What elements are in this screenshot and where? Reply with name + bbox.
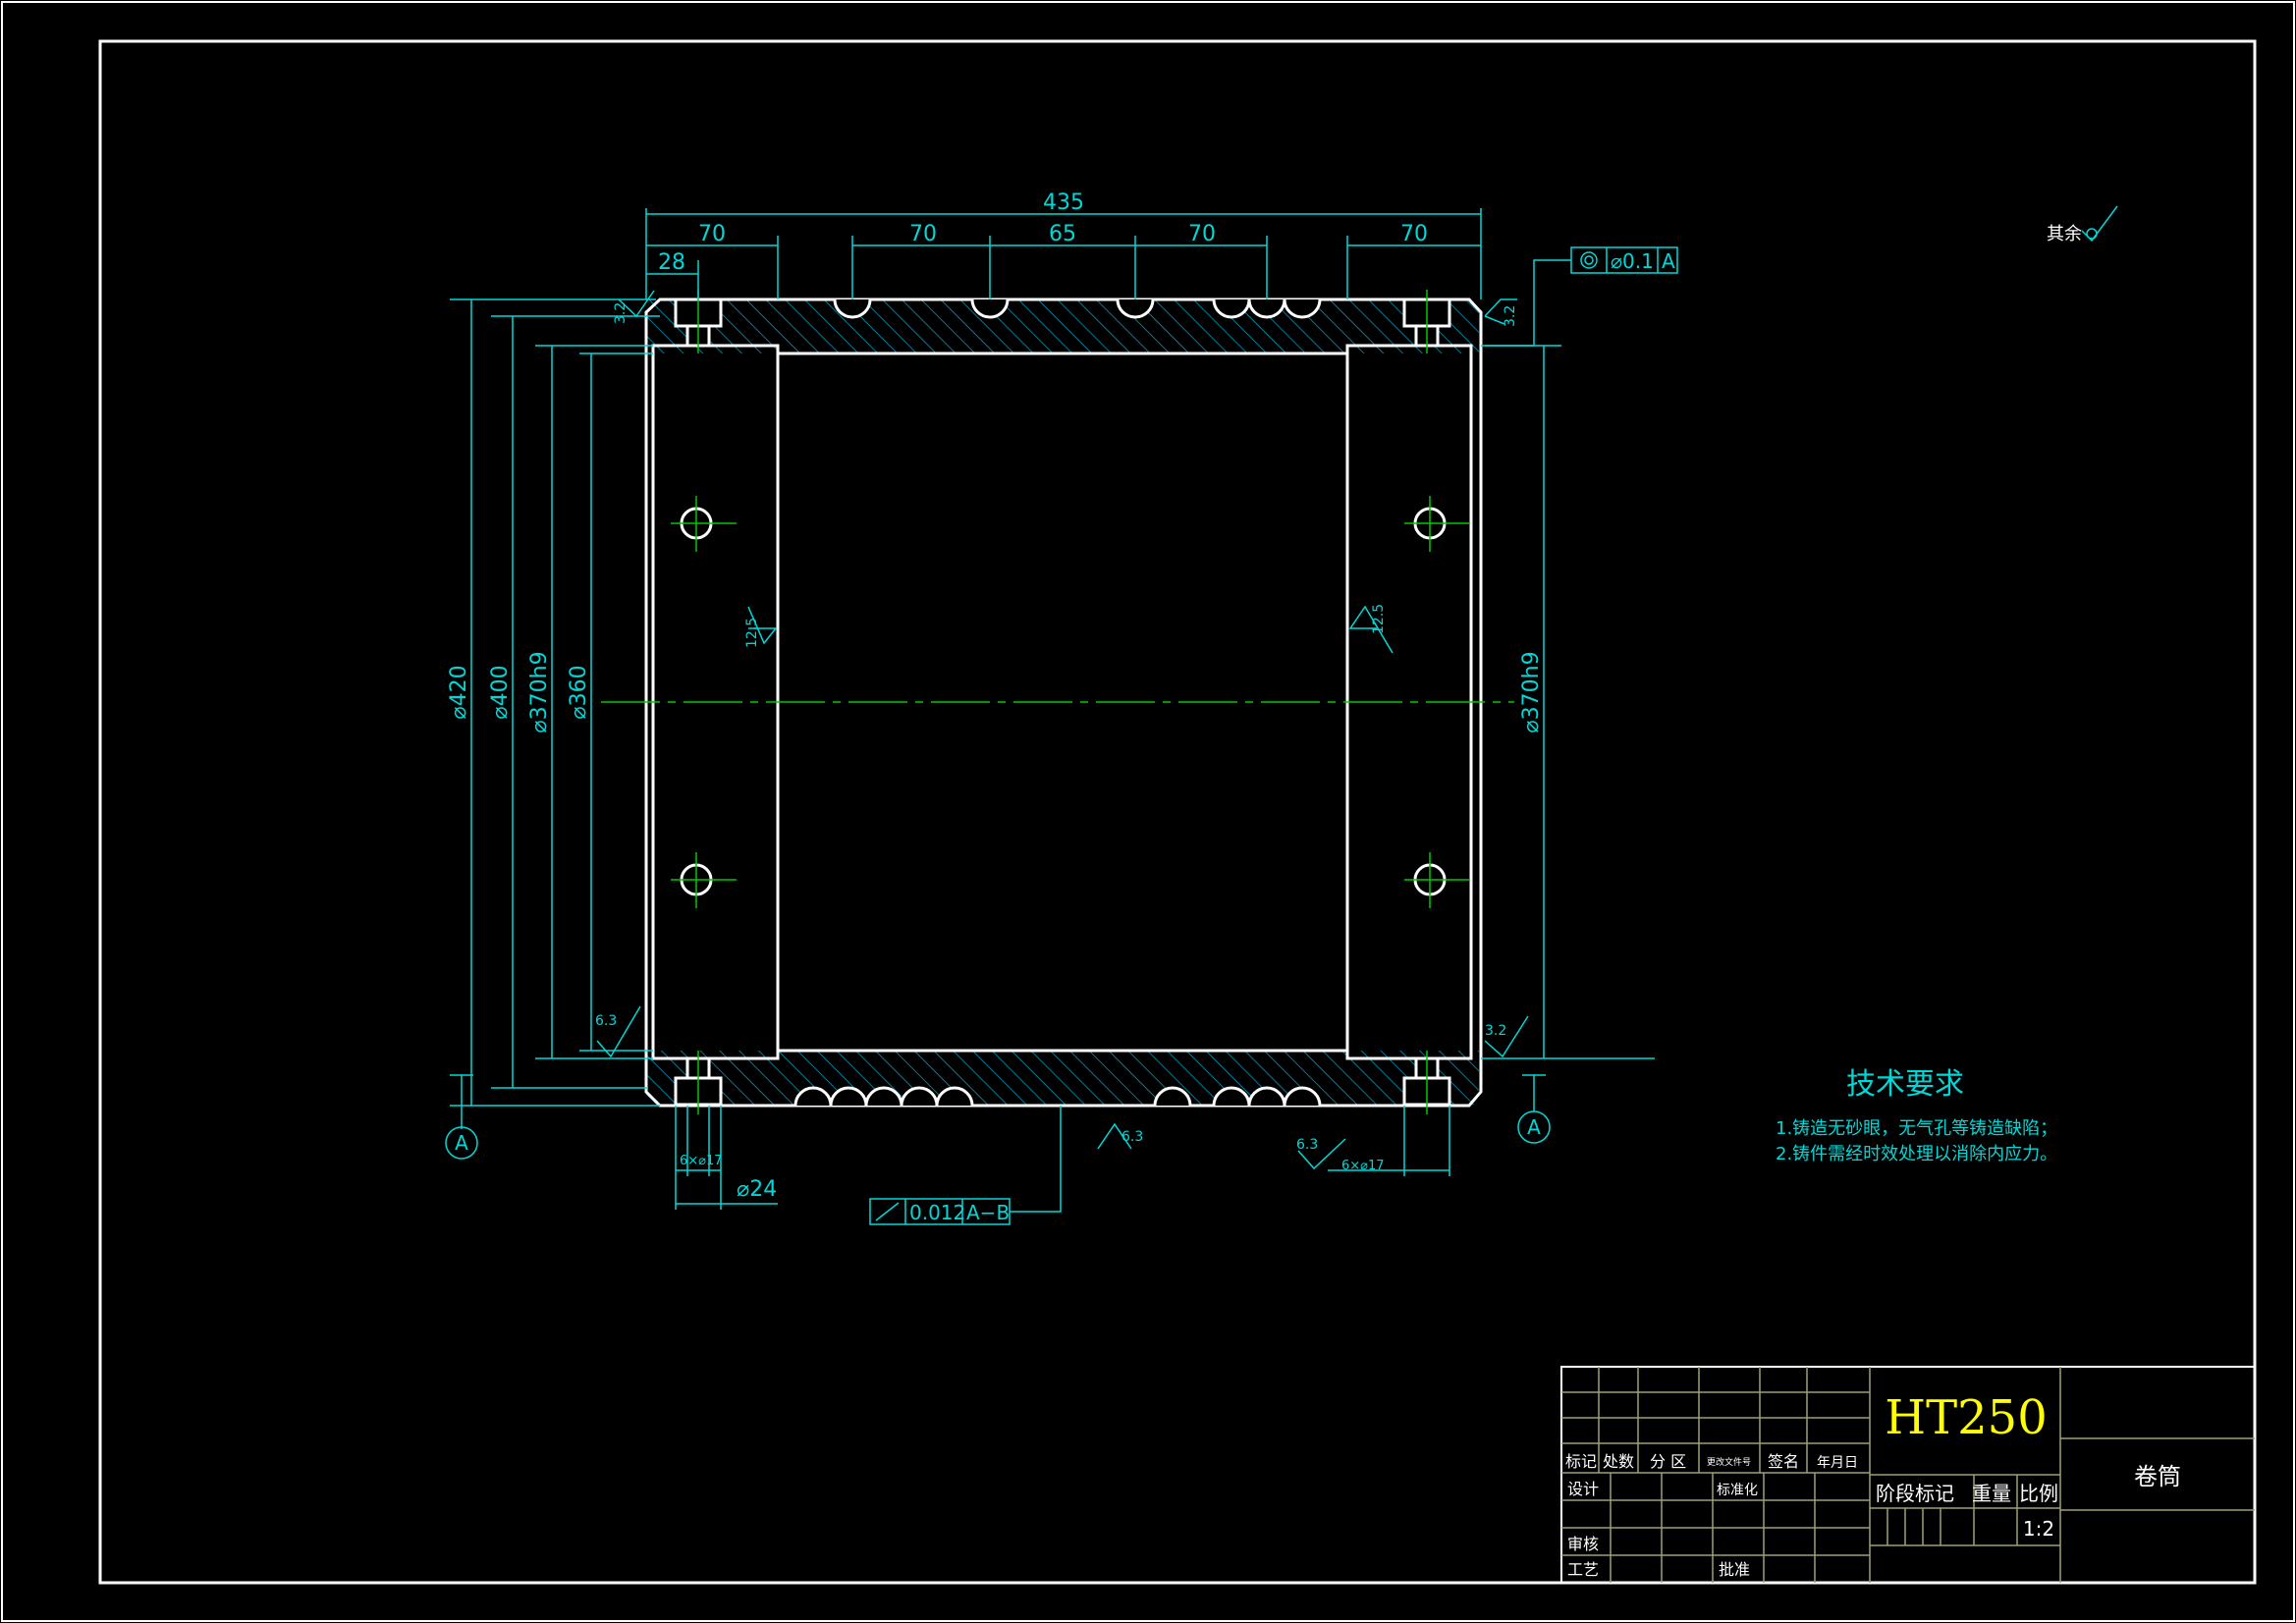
tech-req-line-2: 2.铸件需经时效处理以消除内应力。: [1776, 1144, 2057, 1164]
dim-dia-420: ⌀420: [447, 665, 471, 719]
roughness-other-label: 其余: [2047, 224, 2082, 244]
roughness-top-left: 3.2: [613, 302, 629, 324]
bottom-grooves: [793, 1086, 1322, 1107]
tech-req-line-1: 1.铸造无砂眼，无气孔等铸造缺陷；: [1776, 1118, 2057, 1139]
header-zone: 分 区: [1650, 1452, 1686, 1471]
dim-dia-370h9-right: ⌀370h9: [1519, 651, 1544, 732]
header-doc-no: 更改文件号: [1707, 1456, 1751, 1468]
centerlines: [601, 290, 1514, 1114]
roughness-bottom-left: 6.3: [595, 1013, 617, 1029]
role-standard: 标准化: [1717, 1483, 1758, 1498]
dim-dia-400: ⌀400: [488, 665, 513, 719]
roughness-bottom-right-low: 3.2: [1485, 1023, 1506, 1039]
tech-req-title: 技术要求: [1846, 1067, 1964, 1102]
roughness-inner-left: 12.5: [744, 618, 760, 648]
dim-dia-370h9-left: ⌀370h9: [527, 651, 552, 732]
ratio-label: 比例: [2019, 1482, 2058, 1505]
concentricity-value: ⌀0.1: [1611, 249, 1654, 273]
dimension-texts: 435 70 70 65 70 70 28 ⌀420 ⌀400 ⌀370h9 ⌀…: [447, 190, 2082, 1224]
dim-65: 65: [1049, 222, 1076, 246]
role-approve: 批准: [1719, 1560, 1750, 1579]
technical-requirements: 技术要求 1.铸造无砂眼，无气孔等铸造缺陷； 2.铸件需经时效处理以消除内应力。: [1776, 1067, 2057, 1164]
dim-70-right: 70: [1400, 222, 1428, 246]
weight-label: 重量: [1972, 1482, 2011, 1505]
roughness-top-right: 3.2: [1503, 305, 1518, 327]
title-block: HT250 卷筒 1:2 标记 处数 分 区 更改文件号 签名 年月日 设计 标…: [1560, 1366, 2256, 1584]
inner-frame: [98, 39, 2257, 1585]
part-name: 卷筒: [2134, 1463, 2181, 1490]
dim-holes-right: 6×⌀17: [1341, 1159, 1385, 1173]
roughness-inner-right: 12.5: [1371, 604, 1387, 634]
concentricity-datum: A: [1662, 249, 1675, 273]
header-signature: 签名: [1768, 1452, 1799, 1471]
top-grooves: [833, 298, 1322, 319]
bottom-wall-hatch: [646, 1051, 1479, 1105]
drum-section-view: [601, 290, 1514, 1114]
header-date: 年月日: [1817, 1455, 1858, 1471]
datum-a-right: A: [1527, 1115, 1541, 1139]
dim-435: 435: [1043, 190, 1084, 215]
dim-70-2: 70: [909, 222, 937, 246]
dim-holes-left: 6×⌀17: [680, 1154, 723, 1168]
role-review: 审核: [1567, 1535, 1599, 1553]
dim-70-left: 70: [698, 222, 726, 246]
material-label: HT250: [1885, 1390, 2048, 1445]
runout-datum: A−B: [966, 1201, 1010, 1224]
header-mark: 标记: [1565, 1452, 1597, 1471]
header-count: 处数: [1603, 1452, 1634, 1471]
top-wall-hatch: [646, 299, 1479, 353]
dim-dia-360: ⌀360: [567, 665, 591, 719]
roughness-bottom-mid: 6.3: [1121, 1129, 1143, 1145]
dim-28: 28: [658, 250, 685, 275]
datum-a-left: A: [455, 1131, 468, 1155]
runout-value: 0.012: [909, 1201, 965, 1224]
role-design: 设计: [1567, 1480, 1599, 1498]
dimension-lines: [445, 205, 2118, 1225]
dim-dia-24: ⌀24: [737, 1177, 777, 1202]
role-process: 工艺: [1567, 1560, 1599, 1579]
roughness-bottom-right: 6.3: [1296, 1137, 1318, 1153]
scale-value: 1:2: [2023, 1517, 2054, 1541]
stage-mark-label: 阶段标记: [1876, 1482, 1954, 1505]
dim-70-4: 70: [1188, 222, 1216, 246]
